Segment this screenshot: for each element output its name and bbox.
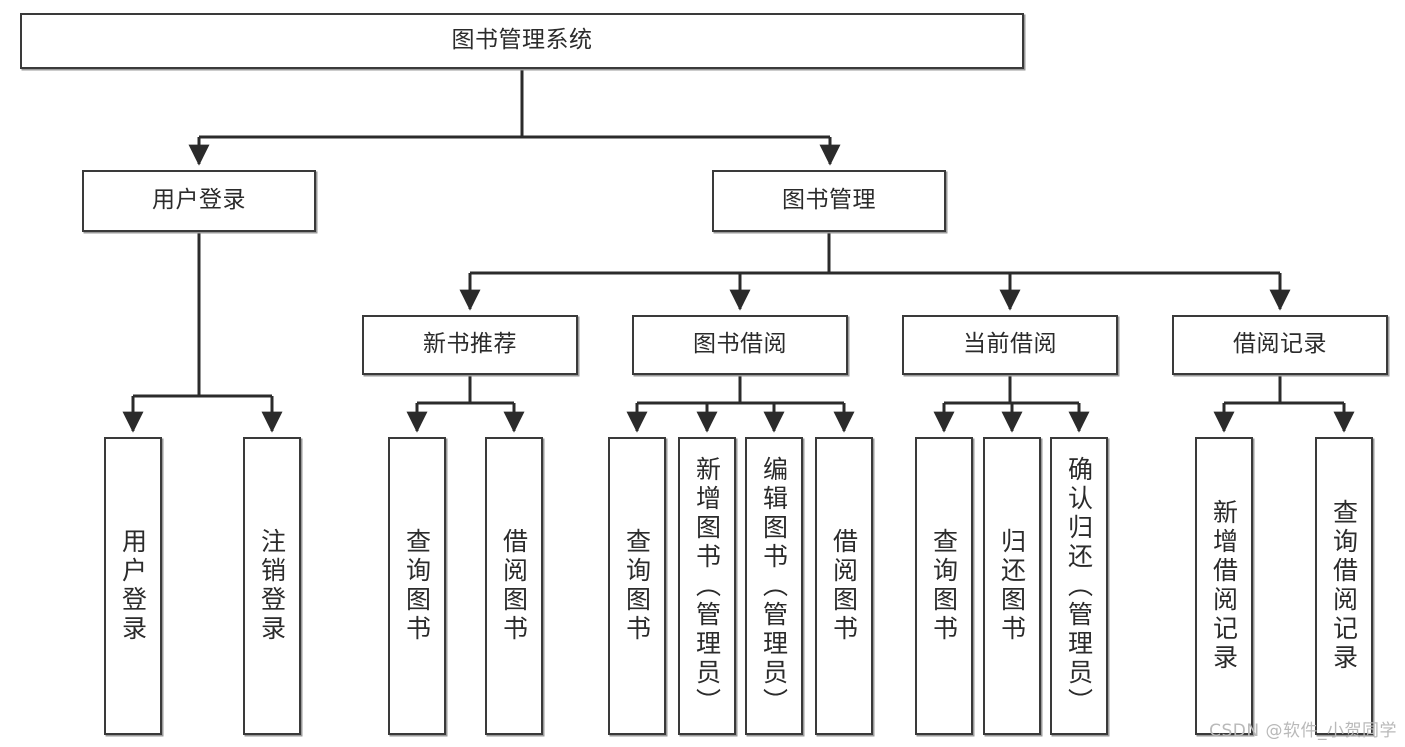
node-user-login-label: 用户登录 bbox=[152, 187, 246, 214]
node-leaf-query-book-rec[interactable]: 查询图书 bbox=[388, 437, 446, 735]
node-leaf-query-borrow-record[interactable]: 查询借阅记录 bbox=[1315, 437, 1373, 735]
node-book-borrow-label: 图书借阅 bbox=[693, 331, 787, 358]
node-book-manage-label: 图书管理 bbox=[782, 187, 876, 214]
node-book-borrow[interactable]: 图书借阅 bbox=[632, 315, 848, 375]
node-leaf-query-book-current-label: 查询图书 bbox=[929, 528, 959, 644]
node-leaf-return-book-label: 归还图书 bbox=[997, 528, 1027, 644]
node-root-label: 图书管理系统 bbox=[451, 27, 593, 54]
node-new-book-recommend[interactable]: 新书推荐 bbox=[362, 315, 578, 375]
node-user-login[interactable]: 用户登录 bbox=[82, 170, 316, 232]
node-new-book-recommend-label: 新书推荐 bbox=[423, 331, 517, 358]
node-leaf-add-book-admin-label: 新增图书（管理员） bbox=[692, 455, 722, 717]
node-borrow-record[interactable]: 借阅记录 bbox=[1172, 315, 1388, 375]
node-current-borrow[interactable]: 当前借阅 bbox=[902, 315, 1118, 375]
node-borrow-record-label: 借阅记录 bbox=[1233, 331, 1327, 358]
node-leaf-user-login[interactable]: 用户登录 bbox=[104, 437, 162, 735]
node-book-manage[interactable]: 图书管理 bbox=[712, 170, 946, 232]
node-leaf-return-book[interactable]: 归还图书 bbox=[983, 437, 1041, 735]
node-leaf-add-borrow-record[interactable]: 新增借阅记录 bbox=[1195, 437, 1253, 735]
node-leaf-query-borrow-record-label: 查询借阅记录 bbox=[1329, 499, 1359, 673]
node-root[interactable]: 图书管理系统 bbox=[20, 13, 1024, 69]
node-leaf-borrow-book[interactable]: 借阅图书 bbox=[815, 437, 873, 735]
node-leaf-edit-book-admin[interactable]: 编辑图书（管理员） bbox=[745, 437, 803, 735]
node-leaf-user-logout[interactable]: 注销登录 bbox=[243, 437, 301, 735]
node-leaf-add-book-admin[interactable]: 新增图书（管理员） bbox=[678, 437, 736, 735]
node-leaf-user-login-label: 用户登录 bbox=[118, 528, 148, 644]
node-leaf-user-logout-label: 注销登录 bbox=[257, 528, 287, 644]
node-current-borrow-label: 当前借阅 bbox=[963, 331, 1057, 358]
node-leaf-borrow-book-rec[interactable]: 借阅图书 bbox=[485, 437, 543, 735]
node-leaf-query-book-borrow-label: 查询图书 bbox=[622, 528, 652, 644]
node-leaf-confirm-return-admin[interactable]: 确认归还（管理员） bbox=[1050, 437, 1108, 735]
node-leaf-query-book-rec-label: 查询图书 bbox=[402, 528, 432, 644]
node-leaf-query-book-current[interactable]: 查询图书 bbox=[915, 437, 973, 735]
csdn-watermark: CSDN @软件_小贺同学 bbox=[1209, 721, 1397, 741]
node-leaf-borrow-book-rec-label: 借阅图书 bbox=[499, 528, 529, 644]
node-leaf-confirm-return-admin-label: 确认归还（管理员） bbox=[1064, 455, 1094, 717]
node-leaf-query-book-borrow[interactable]: 查询图书 bbox=[608, 437, 666, 735]
node-leaf-edit-book-admin-label: 编辑图书（管理员） bbox=[759, 455, 789, 717]
node-leaf-borrow-book-label: 借阅图书 bbox=[829, 528, 859, 644]
node-leaf-add-borrow-record-label: 新增借阅记录 bbox=[1209, 499, 1239, 673]
